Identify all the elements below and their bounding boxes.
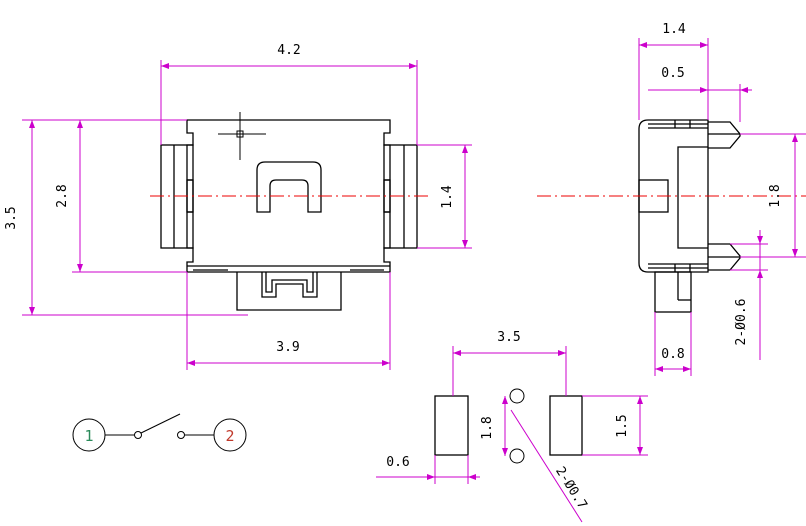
plunger-cap — [256, 161, 322, 213]
upper-peg — [708, 121, 741, 149]
pcb-layout: 3.5 1.5 1.8 0.6 2-Ø0.7 — [376, 330, 648, 523]
bottom-housing — [236, 272, 342, 311]
dim-terminal-height: 1.4 — [440, 185, 455, 209]
dim-side-depth: 1.4 — [662, 22, 686, 37]
left-pad — [434, 395, 469, 456]
pin2-label: 2 — [225, 427, 234, 445]
right-pad — [549, 395, 583, 456]
switch-schematic: 1 2 — [72, 413, 247, 452]
pin1-label: 1 — [84, 427, 93, 445]
switch-lever — [140, 413, 181, 434]
dim-overall-height: 3.5 — [4, 206, 19, 229]
dim-plunger-offset: 0.5 — [661, 66, 684, 81]
pin2-circle — [213, 418, 247, 452]
dim-hole-spacing: 1.8 — [480, 416, 495, 439]
dim-pad-length: 1.5 — [615, 414, 630, 437]
dim-body-height: 2.8 — [55, 184, 70, 207]
dim-peg-spacing: 1.8 — [768, 184, 783, 207]
lower-hole — [509, 448, 525, 464]
dim-peg-diameter: 2-Ø0.6 — [734, 299, 749, 346]
dim-body-width: 3.9 — [276, 340, 299, 355]
dim-actuator-width: 0.8 — [661, 347, 684, 362]
dim-overall-width: 4.2 — [277, 43, 300, 58]
actuator-tab — [654, 271, 692, 313]
dim-pad-width: 0.6 — [386, 455, 409, 470]
upper-hole — [509, 388, 525, 404]
side-body-outline — [638, 119, 709, 273]
front-view: 4.2 3.5 2.8 1.4 3.9 — [4, 43, 472, 370]
dim-pad-pitch: 3.5 — [497, 330, 520, 345]
side-view: 1.4 0.5 1.8 2-Ø0.6 0.8 — [537, 22, 806, 376]
